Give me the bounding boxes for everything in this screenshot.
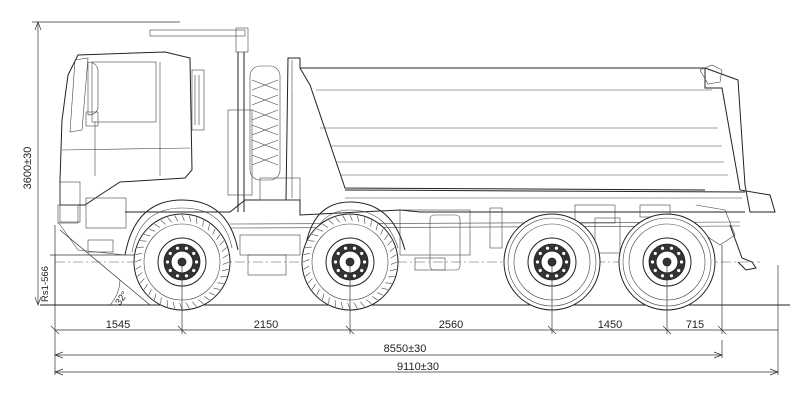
chassis-length-label: 8550±30 [384,343,427,355]
rear-hook [729,224,757,271]
wheel-3 [503,213,601,311]
wheelbase-1-2-label: 2150 [254,319,278,331]
wheelbase-2-3-label: 2560 [439,319,463,331]
spare-tyre [249,65,281,181]
overall-length-label: 9110±30 [397,361,439,373]
cab [57,51,205,256]
tipper-body [285,57,776,213]
ground-clearance-label: Rs1-566 [40,266,51,302]
rear-overhang-label: 715 [686,319,704,331]
wheelbase-3-4-label: 1450 [598,319,622,331]
overall-height-label: 3600±30 [22,147,34,190]
front-overhang-label: 1545 [106,319,130,331]
wheel-arches [124,199,406,256]
dimension-lines [32,21,779,376]
exhaust-stack [149,27,253,212]
